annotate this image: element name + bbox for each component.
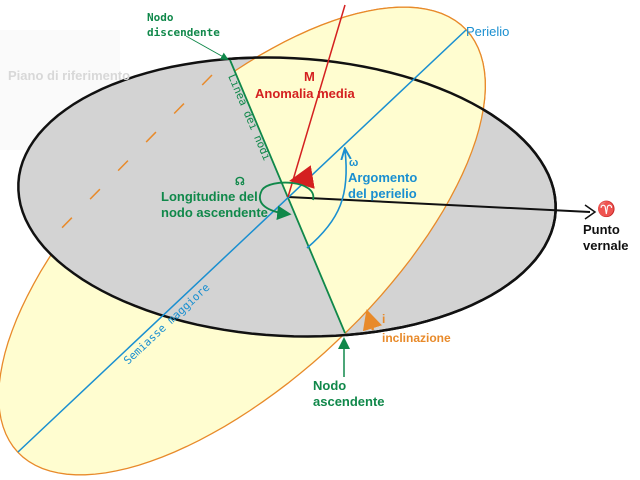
inclination-arrow bbox=[362, 309, 383, 332]
descending-node-pointer bbox=[185, 35, 229, 60]
ascending-node-line2: ascendente bbox=[313, 394, 385, 409]
vernal-arrowhead bbox=[584, 204, 597, 220]
inclination-symbol: i bbox=[382, 312, 386, 326]
mean-anomaly-label: Anomalia media bbox=[255, 86, 355, 101]
vernal-line2: vernale bbox=[583, 238, 629, 253]
descending-node-line2: discendente bbox=[147, 26, 220, 39]
plane-outline bbox=[200, 56, 557, 338]
reference-plane-label: Piano di riferimento bbox=[8, 68, 131, 83]
ascending-node-symbol: ☊ bbox=[235, 176, 245, 188]
inclination-label: inclinazione bbox=[382, 331, 451, 345]
vernal-line1: Punto bbox=[583, 222, 620, 237]
longitude-line1: Longitudine del bbox=[161, 189, 258, 204]
argument-perihelion-line2: del perielio bbox=[348, 186, 417, 201]
perihelion-label: Perielio bbox=[466, 24, 510, 39]
omega-symbol: ω bbox=[349, 157, 359, 169]
argument-perihelion-line1: Argomento bbox=[348, 170, 418, 185]
argument-perihelion-arc bbox=[306, 150, 346, 249]
descending-node-label: Nodo discendente bbox=[147, 10, 220, 40]
longitude-ascending-node-label: Longitudine del nodo ascendente bbox=[161, 189, 268, 221]
vernal-point-label: Punto vernale bbox=[583, 222, 629, 254]
argument-perihelion-label: Argomento del perielio bbox=[348, 170, 417, 202]
longitude-line2: nodo ascendente bbox=[161, 205, 268, 220]
mean-anomaly-line bbox=[287, 4, 346, 198]
mean-anomaly-arrow bbox=[289, 165, 315, 189]
longitude-node-arc bbox=[259, 181, 314, 220]
ascending-node-label: Nodo ascendente bbox=[313, 378, 385, 410]
vernal-direction-line bbox=[287, 196, 591, 213]
mean-anomaly-symbol: M bbox=[304, 69, 315, 84]
ascending-node-line1: Nodo bbox=[313, 378, 347, 393]
descending-node-line1: Nodo bbox=[147, 11, 174, 24]
semimajor-axis-line bbox=[17, 29, 467, 453]
aries-symbol: ♈ bbox=[597, 201, 616, 218]
